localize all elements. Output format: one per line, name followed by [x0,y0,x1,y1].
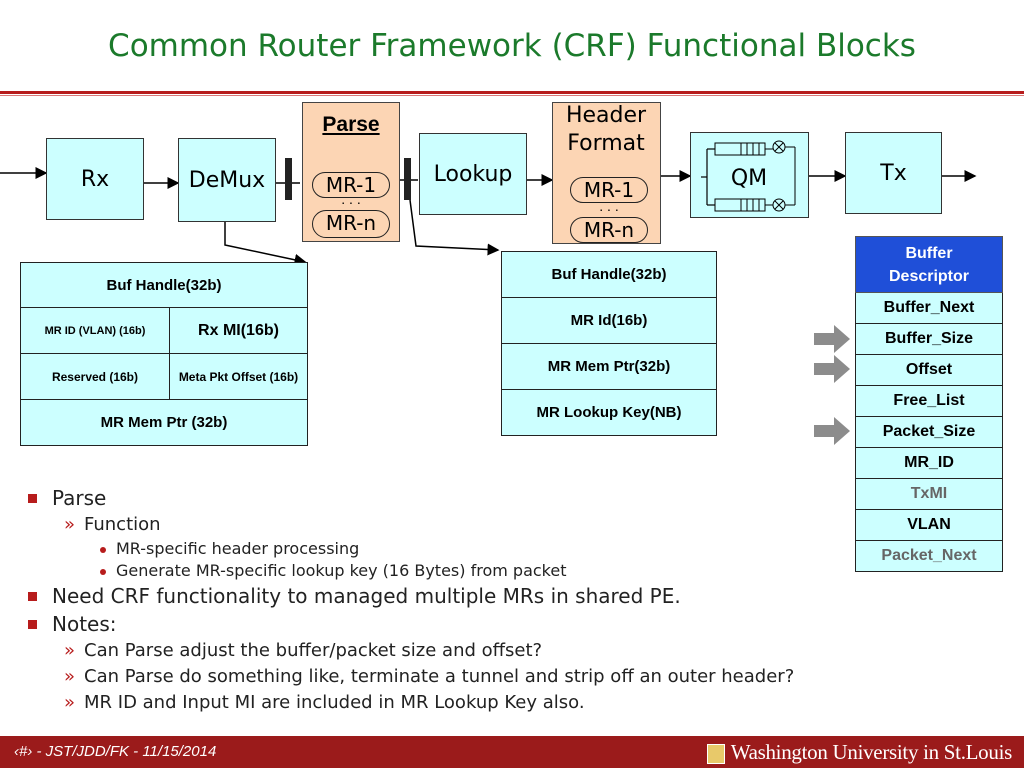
header-format-line2: Format [567,131,645,156]
left-table-meta-pkt-offset: Meta Pkt Offset (16b) [169,353,308,400]
slide-title: Common Router Framework (CRF) Functional… [108,28,916,64]
bullet-note-1-text: Can Parse adjust the buffer/packet size … [84,640,543,661]
pointer-arrow-offset [814,355,850,383]
bullet-list: Parse »Function MR-specific header proce… [28,484,1008,716]
pointer-arrow-buffer-size [814,325,850,353]
qm-label: QM [730,166,768,191]
bullet-mr-specific-processing: MR-specific header processing [28,538,1008,560]
bullet-function-text: Function [84,514,161,535]
bullet-note-3-text: MR ID and Input MI are included in MR Lo… [84,692,585,713]
lookup-block: Lookup [419,133,527,215]
rx-label: Rx [80,166,110,192]
hf-mr-n: MR-n [570,217,648,243]
bullet-parse: Parse [28,484,1008,512]
left-table-rx-mi: Rx MI(16b) [169,307,308,354]
bullet-note-2-text: Can Parse do something like, terminate a… [84,666,795,687]
arrow-parse-table [409,199,500,256]
bd-row: VLAN [855,509,1003,541]
buffer-descriptor-header: Buffer Descriptor [855,236,1003,293]
bullet-note-1: »Can Parse adjust the buffer/packet size… [64,640,543,661]
parse-mr-n: MR-n [312,210,390,238]
bullet-notes: Notes: [28,610,1008,638]
mid-table-row: MR Mem Ptr(32b) [501,343,717,390]
arrow-demux-table [224,222,307,266]
university-logo: Washington University in St.Louis [706,740,1013,765]
demux-block: DeMux [178,138,276,222]
bd-row: Buffer_Size [855,323,1003,355]
bd-row: Free_List [855,385,1003,417]
flow-connectors [0,158,977,445]
queue-icon [701,140,796,212]
tx-label: Tx [880,161,907,186]
bullet-note-2: »Can Parse do something like, terminate … [64,666,795,687]
university-name: Washington University in St.Louis [730,740,1013,764]
hf-dots: . . . [599,198,619,214]
parse-metadata-table: Buf Handle(32b) MR Id(16b) MR Mem Ptr(32… [501,251,717,436]
pointer-arrow-packet-size [814,417,850,445]
title-divider-thin [0,95,1024,96]
bd-row: Offset [855,354,1003,386]
qm-block: QM [690,132,809,218]
left-table-mr-id: MR ID (VLAN) (16b) [20,307,170,354]
bd-row: Packet_Size [855,416,1003,448]
parse-label: Parse [322,113,380,136]
buffer-descriptor-table: Buffer Descriptor Buffer_Next Buffer_Siz… [855,236,1003,572]
hf-mr-1: MR-1 [570,177,648,203]
bullet-note-3: »MR ID and Input MI are included in MR L… [64,692,585,713]
mid-table-row: Buf Handle(32b) [501,251,717,298]
bd-row: Buffer_Next [855,292,1003,324]
demux-label: DeMux [188,167,266,193]
university-shield-icon [706,744,725,765]
demux-bar [285,158,292,200]
bullet-need-crf: Need CRF functionality to managed multip… [28,582,1008,610]
header-format-line1: Header [565,103,647,128]
mid-table-row: MR Lookup Key(NB) [501,389,717,436]
footer-bar: ‹#› - JST/JDD/FK - 11/15/2014 Washington… [0,736,1024,768]
footer-left-text: ‹#› - JST/JDD/FK - 11/15/2014 [14,743,217,760]
left-table-row-1: Buf Handle(32b) [20,262,308,308]
lookup-label: Lookup [433,162,513,187]
title-divider [0,91,1024,94]
demux-metadata-table: Buf Handle(32b) MR ID (VLAN) (16b) Rx MI… [20,262,308,446]
left-table-reserved: Reserved (16b) [20,353,170,400]
parse-bar [404,158,411,200]
parse-dots: . . . [341,191,361,207]
bd-row: MR_ID [855,447,1003,479]
bd-row-disabled: Packet_Next [855,540,1003,572]
bullet-function: »Function [64,514,161,535]
mid-table-row: MR Id(16b) [501,297,717,344]
bullet-lookup-key: Generate MR-specific lookup key (16 Byte… [28,560,1008,582]
left-table-row-4: MR Mem Ptr (32b) [20,399,308,446]
parse-mr-1: MR-1 [312,172,390,198]
bd-row-disabled: TxMI [855,478,1003,510]
tx-block: Tx [845,132,942,214]
rx-block: Rx [46,138,144,220]
